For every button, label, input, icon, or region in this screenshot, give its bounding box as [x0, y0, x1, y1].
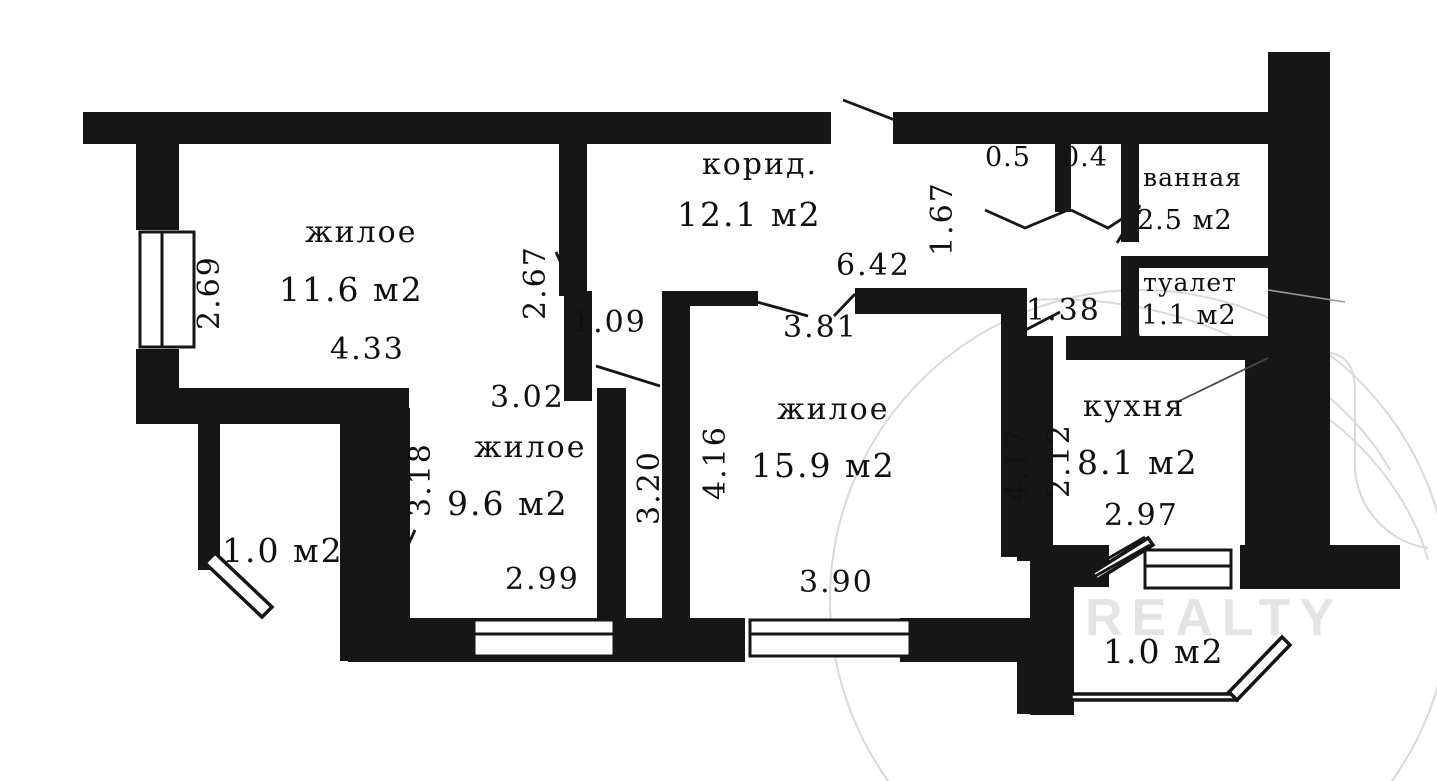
- dim-1-67: 1.67: [925, 181, 960, 256]
- closet-b-area: 0.4: [1062, 142, 1108, 173]
- dim-3-90: 3.90: [799, 565, 874, 600]
- room-label-living1-area: 11.6 м2: [279, 270, 424, 309]
- room-label-corridor-area: 12.1 м2: [677, 195, 822, 234]
- room-label-living2-area: 9.6 м2: [447, 484, 569, 523]
- dim-2-12: 2.12: [1042, 423, 1077, 498]
- room-label-balcony1-area: 1.0 м2: [222, 531, 344, 570]
- dim-1-09: 1.09: [572, 305, 647, 340]
- room-label-living2-name: жилое: [474, 430, 587, 465]
- room-label-living1-name: жилое: [305, 215, 418, 250]
- dim-2-97: 2.97: [1104, 498, 1179, 533]
- dim-2-69: 2.69: [192, 255, 227, 330]
- watermark-swirl: [829, 289, 1437, 781]
- dim-6-42: 6.42: [836, 248, 911, 283]
- dim-3-20: 3.20: [632, 450, 667, 525]
- dim-4-33: 4.33: [330, 332, 405, 367]
- doors: [202, 535, 1293, 703]
- room-label-toilet-name: туалет: [1143, 268, 1237, 297]
- dim-4-17: 4.17: [1000, 427, 1035, 502]
- walls: [83, 52, 1400, 715]
- dim-3-81: 3.81: [783, 310, 858, 345]
- room-label-toilet-area: 1.1 м2: [1141, 300, 1237, 331]
- room-label-living3-area: 15.9 м2: [751, 446, 896, 485]
- room-label-kitchen-name: кухня: [1083, 389, 1186, 424]
- watermark-text: REALTY: [1085, 589, 1344, 647]
- room-label-bath-area: 2.5 м2: [1137, 205, 1233, 236]
- dim-3-18: 3.18: [403, 442, 438, 517]
- room-label-corridor-name: корид.: [702, 147, 819, 182]
- room-label-balcony2-area: 1.0 м2: [1103, 632, 1225, 671]
- dim-4-16: 4.16: [698, 425, 733, 500]
- room-label-bath-name: ванная: [1143, 163, 1242, 192]
- windows: [138, 230, 1233, 658]
- closet-a-area: 0.5: [985, 142, 1031, 173]
- dim-1-38: 1.38: [1026, 293, 1101, 328]
- dim-2-67: 2.67: [518, 245, 553, 320]
- dim-2-99: 2.99: [505, 562, 580, 597]
- room-label-kitchen-area: 8.1 м2: [1077, 443, 1199, 482]
- leader-lines: [390, 98, 1346, 581]
- room-label-living3-name: жилое: [777, 392, 890, 427]
- dim-3-02: 3.02: [490, 380, 565, 415]
